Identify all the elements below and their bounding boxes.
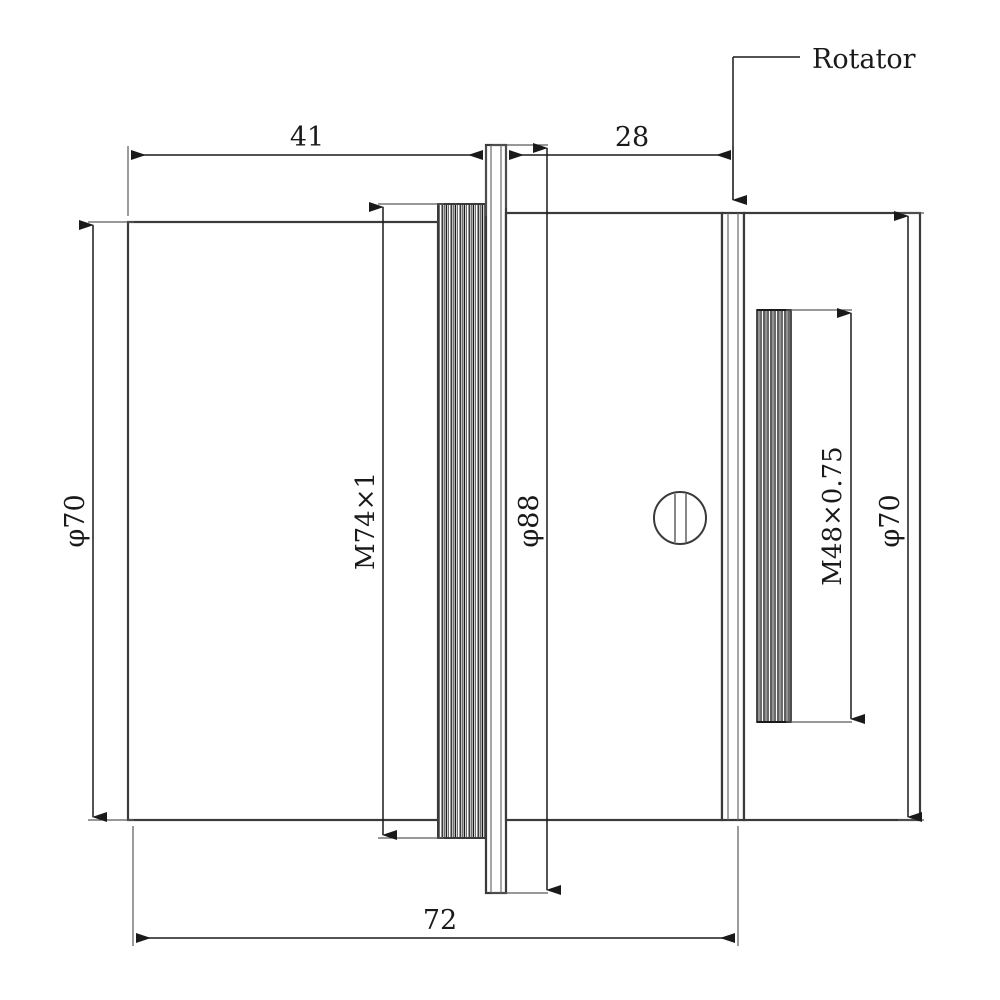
dimension-value-dia88: φ88 [514,494,545,547]
dimension-value-41: 41 [290,122,324,153]
dimension-length-41: 41 [131,122,483,160]
rotator-ring [720,211,746,822]
dimension-value-28: 28 [615,122,649,153]
dimension-value-dia70-left: φ70 [60,494,91,547]
slotted-screw-head [653,491,707,545]
m48-threaded-section [756,309,792,723]
main-barrel-body [126,220,440,822]
dimension-diameter-70-right: φ70 [875,211,922,822]
dimension-diameter-88: φ88 [514,143,561,895]
dimension-length-72: 72 [136,905,735,943]
m74-threaded-section [437,203,487,839]
dimension-value-dia70-right: φ70 [875,494,906,547]
dimension-value-72: 72 [423,905,457,936]
flange-plate [484,143,508,895]
rotator-leader [732,56,800,205]
dimension-thread-m74: M74×1 [351,202,397,840]
rotator-label: Rotator [812,44,916,75]
dimension-value-m48: M48×0.75 [818,446,848,585]
dimension-diameter-70-left: φ70 [60,220,107,822]
dimension-length-28: 28 [509,122,731,160]
dimension-thread-m48: M48×0.75 [818,308,865,724]
dimension-value-m74: M74×1 [351,472,381,570]
